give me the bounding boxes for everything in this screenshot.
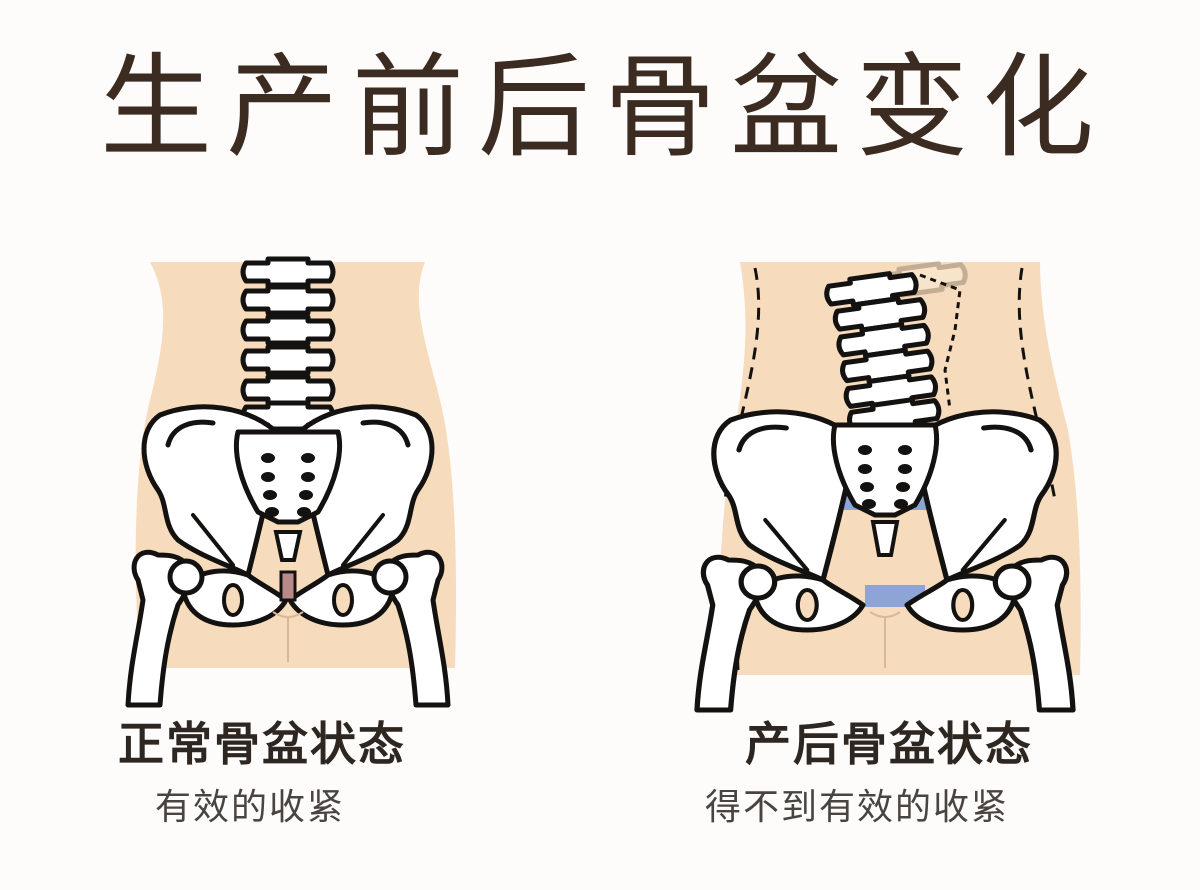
postpartum-pelvis-caption: 得不到有效的收紧	[705, 787, 1010, 828]
postpartum-pelvis-label: 产后骨盆状态	[745, 717, 1033, 771]
postpartum-pelvis-figure	[697, 260, 1081, 710]
normal-pelvis-caption: 有效的收紧	[155, 787, 346, 828]
normal-pelvis-label: 正常骨盆状态	[118, 717, 406, 771]
page-title: 生产前后骨盆变化	[100, 43, 1108, 173]
normal-pelvis-figure	[128, 259, 457, 705]
